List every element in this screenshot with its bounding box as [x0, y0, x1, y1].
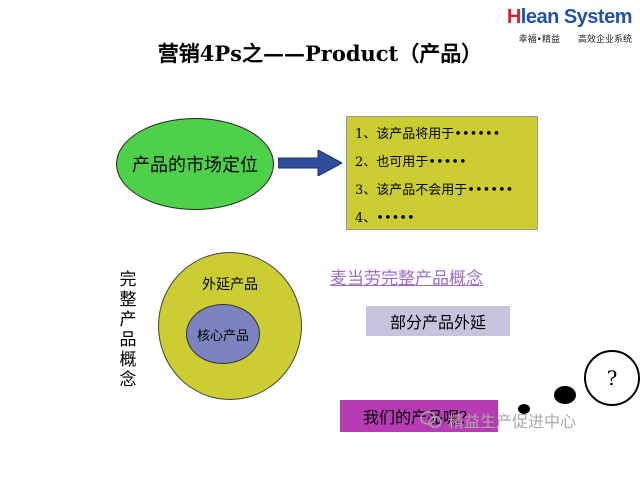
concept-char: 整	[119, 290, 137, 310]
our-product-box: 我们的产品呢？	[340, 400, 498, 432]
thought-bubble: ?	[584, 350, 640, 406]
logo-slogan: 幸福•精益高效企业系统	[518, 35, 632, 45]
core-product-label: 核心产品	[196, 328, 249, 344]
list-item: 4、•••••	[355, 211, 415, 226]
concept-char: 念	[119, 370, 137, 390]
concept-char: 概	[119, 350, 137, 370]
list-item: 3、该产品不会用于••••••	[355, 183, 514, 198]
partial-extension-label: 部分产品外延	[389, 313, 486, 332]
question-mark: ?	[606, 366, 618, 390]
positioning-list: 1、该产品将用于•••••• 2、也可用于••••• 3、该产品不会用于••••…	[346, 116, 538, 230]
brand-logo: Hlean System 幸福•精益高效企业系统	[492, 6, 633, 46]
logo-wordmark: Hlean System	[506, 6, 633, 28]
mcdonalds-concept-link[interactable]: 麦当劳完整产品概念	[330, 269, 483, 289]
list-item: 1、该产品将用于••••••	[355, 127, 501, 142]
right-arrow-icon	[278, 150, 342, 176]
core-product-circle: 核心产品	[186, 304, 260, 364]
our-product-label: 我们的产品呢？	[362, 408, 475, 427]
concept-char: 完	[119, 270, 137, 290]
complete-product-concept-label: 完 整 产 品 概 念	[118, 270, 138, 390]
wechat-icon	[420, 411, 442, 428]
list-item: 2、也可用于•••••	[355, 155, 467, 170]
thought-dot-large	[554, 386, 576, 404]
market-position-ellipse: 产品的市场定位	[116, 118, 274, 210]
watermark: 精益生产促进中心	[420, 408, 576, 432]
market-position-label: 产品的市场定位	[132, 155, 258, 176]
slide-title: 营销4Ps之——Product（产品）	[157, 41, 483, 66]
watermark-text: 精益生产促进中心	[448, 412, 577, 431]
concept-char: 产	[119, 310, 137, 330]
concept-char: 品	[119, 330, 137, 350]
partial-extension-box: 部分产品外延	[366, 306, 510, 336]
thought-dot-small	[518, 404, 530, 414]
extended-product-label: 外延产品	[202, 277, 258, 293]
